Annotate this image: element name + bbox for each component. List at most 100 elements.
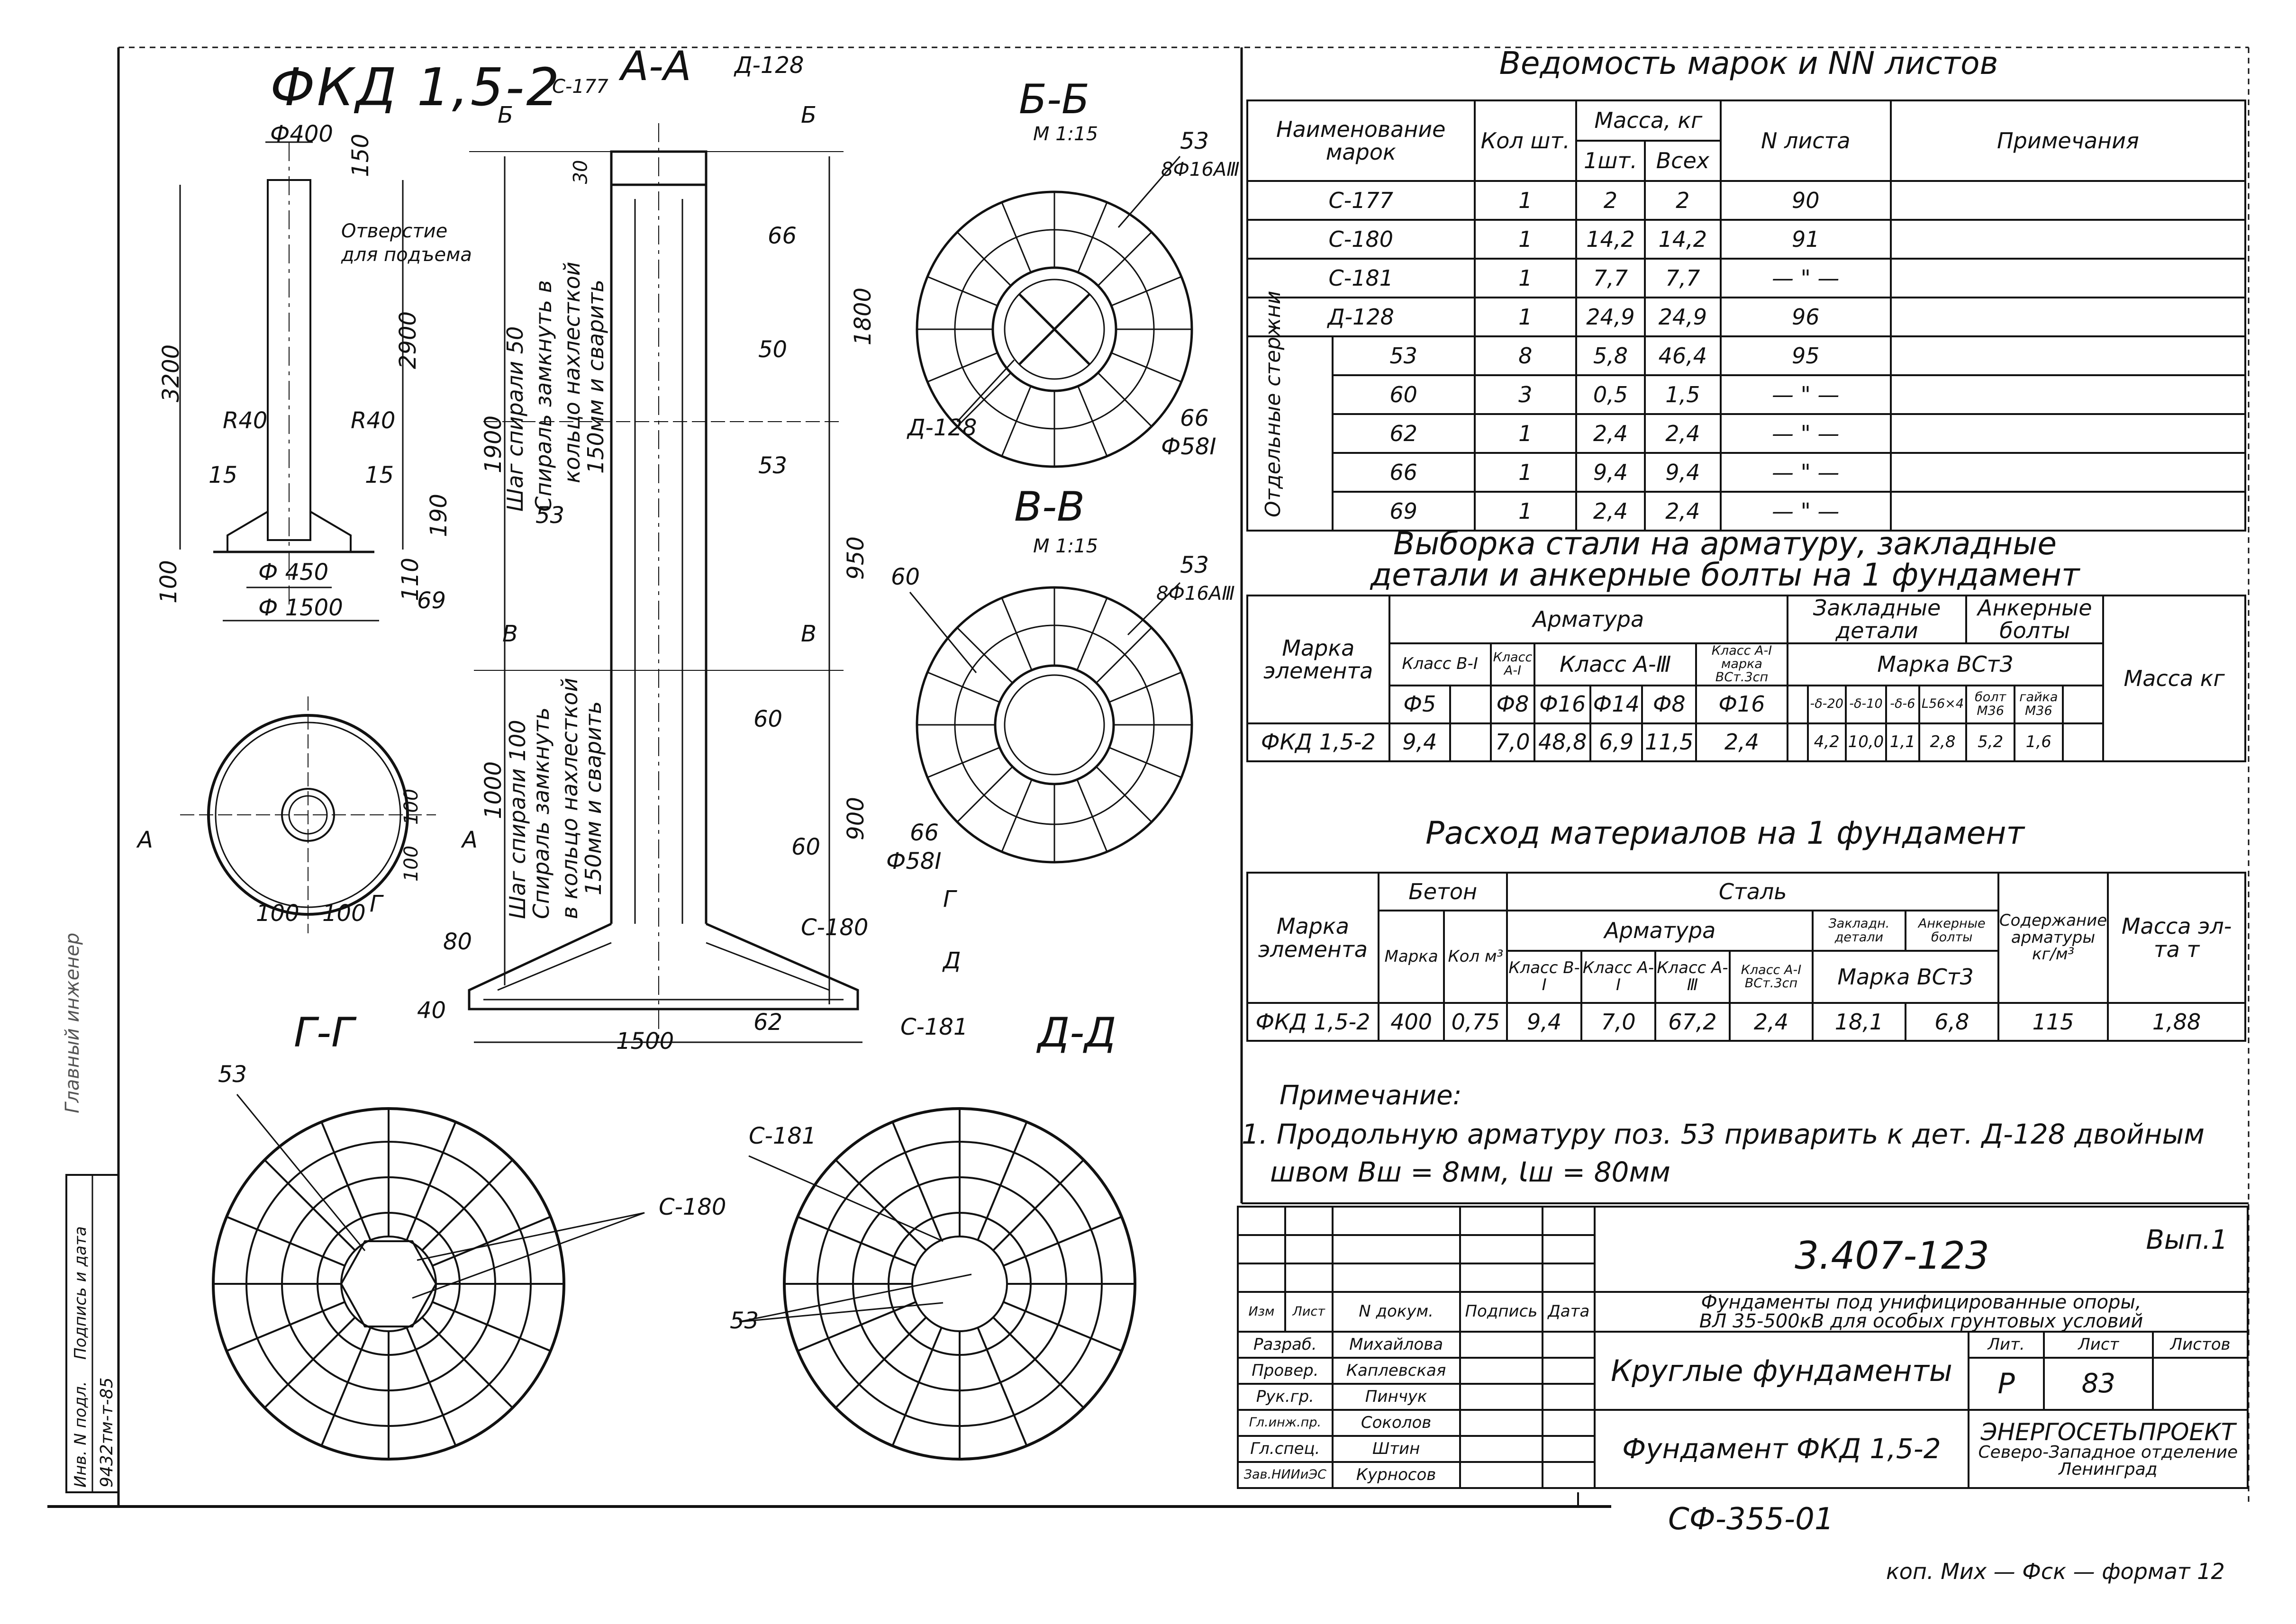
spiral-note: Спираль замкнуть [528, 707, 554, 919]
cell: 95 [1719, 335, 1892, 376]
cell: 1 [1473, 258, 1577, 298]
org-sub: Северо-Западное отделение [1978, 1442, 2238, 1462]
stamp-name: Фундамент ФКД 1,5-2 [1594, 1409, 1969, 1489]
dim-label: 950 [842, 536, 869, 580]
stamp-hdr: Подпись [1459, 1291, 1544, 1333]
cell: 10,0 [1844, 722, 1888, 762]
stamp-hdr: Дата [1542, 1291, 1596, 1333]
hdr-emb: Закладн. детали [1812, 910, 1906, 952]
cell: 2 [1643, 180, 1722, 221]
callout-50: 50 [758, 336, 788, 363]
person: Соколов [1331, 1409, 1461, 1437]
radial-bar [797, 1216, 917, 1267]
radial-bar [956, 627, 1013, 684]
callout-62: 62 [753, 1009, 783, 1036]
org-name: ЭНЕРГОСЕТЬПРОЕКТ [1980, 1418, 2236, 1446]
hdr-class: Класс А-I [1580, 950, 1657, 1004]
cell: 24,9 [1575, 297, 1646, 337]
radial-bar [797, 1301, 917, 1352]
group-cell: Отдельные стержни [1246, 291, 1334, 532]
cell: 115 [1997, 1002, 2109, 1042]
cell: С-181 [1246, 258, 1476, 298]
radial-bar [1001, 779, 1033, 852]
cell [2061, 722, 2105, 762]
cell: 66 [1331, 452, 1476, 493]
steel-title-line: детали и анкерные болты на 1 фундамент [1370, 557, 2080, 593]
section-vv-label: В-В [1014, 483, 1085, 531]
group-label: Отдельные стержни [1261, 290, 1285, 517]
cell: Ф16 [1695, 684, 1788, 724]
radial-bar [320, 1327, 372, 1446]
cell: 1 [1473, 180, 1577, 221]
radial-bar [432, 1301, 551, 1352]
cell: 1 [1473, 491, 1577, 532]
cell [2061, 684, 2105, 724]
hdr-class: Класс А-Ⅲ [1654, 950, 1731, 1004]
radial-bar [835, 1159, 927, 1251]
spiral-note: 150мм и сварить [581, 701, 606, 895]
radial-bar [406, 1327, 457, 1446]
dim-label: 100 [256, 900, 299, 927]
cell: 4,2 [1806, 722, 1847, 762]
stamp-name: Круглые фундаменты [1594, 1331, 1969, 1411]
cell: -δ-6 [1885, 684, 1920, 724]
cell: 48,8 [1534, 722, 1592, 762]
cell: 2,8 [1918, 722, 1968, 762]
cell: 1 [1473, 219, 1577, 260]
radial-bar [927, 747, 1000, 778]
footer-copy: коп. Мих — Фск — формат 12 [1886, 1559, 2225, 1584]
role: Разраб. [1237, 1331, 1334, 1359]
cell: 62 [1331, 413, 1476, 454]
radial-bar [406, 1121, 457, 1241]
hdr-mark: Марка элемента [1246, 595, 1390, 724]
callout-66: 66 [768, 223, 797, 249]
callout-60: 60 [791, 834, 821, 860]
radial-bar [226, 1216, 345, 1267]
lift-hole-note: Отверстие [341, 220, 448, 242]
cell: 14,2 [1643, 219, 1722, 260]
cell: 53 [1331, 335, 1476, 376]
cell: 2,4 [1643, 491, 1722, 532]
callout-60: 60 [753, 706, 783, 732]
radial-bar [1108, 671, 1182, 703]
section-dd-label: Д-Д [1038, 1009, 1116, 1056]
callout-d128: Д-128 [908, 415, 977, 441]
radial-bar [320, 1121, 372, 1241]
radial-bar [1111, 352, 1182, 383]
cell: 67,2 [1654, 1002, 1731, 1042]
hdr-anch: Анкерные болты [1904, 910, 1999, 952]
cell: 3 [1473, 374, 1577, 415]
cell: ФКД 1,5-2 [1246, 722, 1390, 762]
cell: 1,6 [2014, 722, 2064, 762]
radial-bar [927, 671, 1000, 703]
cell: Ф16 [1534, 684, 1592, 724]
person: Штин [1331, 1435, 1461, 1463]
cell: -δ-20 [1806, 684, 1847, 724]
radial-bar [1097, 231, 1153, 287]
radius-label: R40 [351, 407, 396, 434]
dim-label: 80 [443, 929, 472, 955]
label-d128: Д-128 [735, 52, 804, 79]
person: Пинчук [1331, 1383, 1461, 1411]
hdr-qty: Кол шт. [1473, 99, 1577, 182]
hdr-class: Класс В-I [1388, 642, 1492, 686]
dim-label: 1800 [850, 287, 877, 346]
cell: болт М36 [1965, 684, 2016, 724]
cut-mark: Г [370, 891, 382, 917]
person: Курносов [1331, 1461, 1461, 1489]
callout-60: 60 [891, 564, 920, 590]
callout-53: 53 [1180, 552, 1209, 578]
cell: Ф5 [1388, 684, 1452, 724]
section-aa-label: А-А [621, 43, 691, 90]
section-gg-label: Г-Г [294, 1009, 354, 1056]
cell: 2,4 [1575, 491, 1646, 532]
cell: 2,4 [1728, 1002, 1814, 1042]
spiral-note: Шаг спирали 50 [502, 326, 528, 512]
spiral-note: в кольцо нахлесткой [557, 677, 582, 919]
dim-label: 100 [400, 788, 423, 825]
stamp-desc: Фундаменты под унифицированные опоры, [1701, 1291, 2142, 1313]
stamp-code-cell: 3.407-123 Вып.1 [1594, 1206, 2249, 1293]
hdr-class: Класс А-I ВСт.3сп [1728, 950, 1814, 1004]
cell: 11,5 [1641, 722, 1697, 762]
org-city: Ленинград [2059, 1459, 2158, 1479]
